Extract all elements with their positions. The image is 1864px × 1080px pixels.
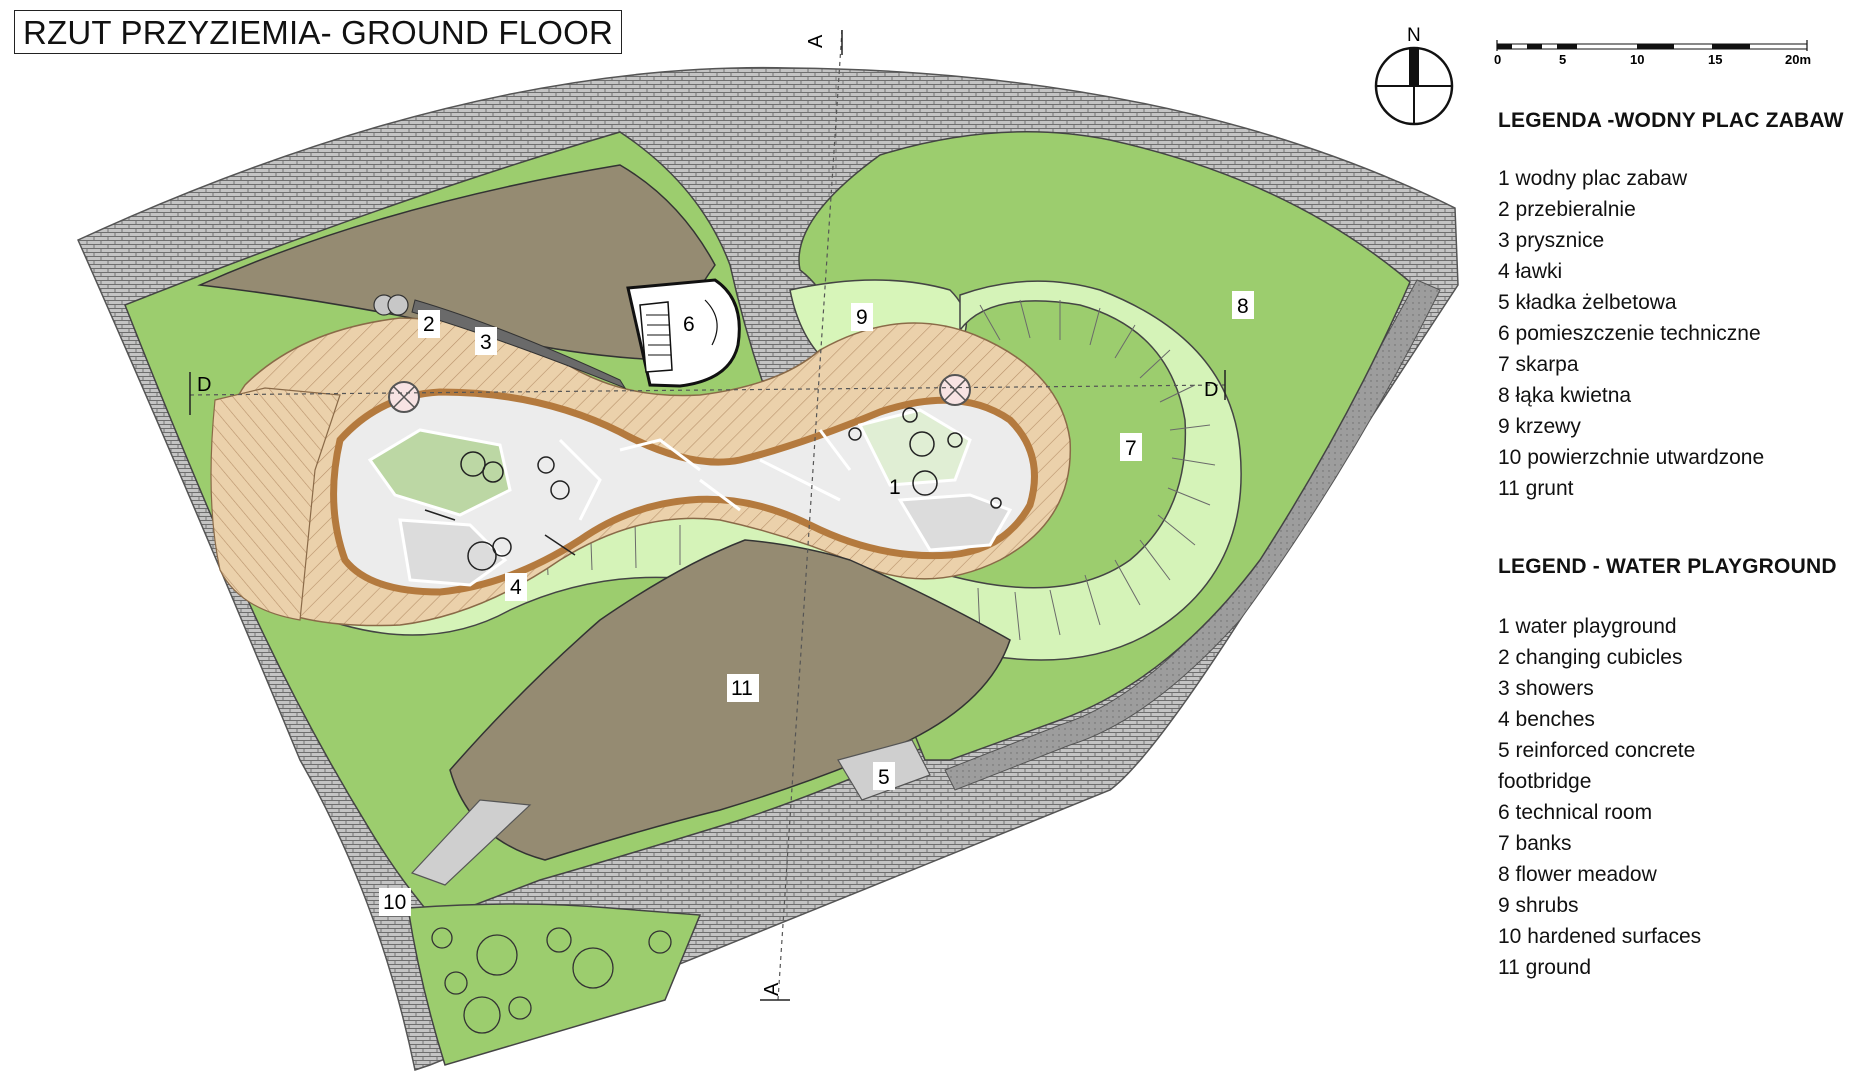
svg-text:11: 11 xyxy=(731,677,753,700)
plan-label-5: 5 xyxy=(873,762,895,790)
scale-bar: 0 5 10 15 20m xyxy=(1494,40,1811,67)
changing-cubicles xyxy=(373,294,409,316)
deck-west xyxy=(210,387,341,621)
section-d-right-label: D xyxy=(1204,379,1218,401)
svg-text:3: 3 xyxy=(480,331,492,354)
plan-label-4: 4 xyxy=(505,573,527,601)
legend-item: 10 hardened surfaces xyxy=(1498,925,1702,948)
meadow-lower xyxy=(407,903,702,1066)
legend-english-title: LEGEND - WATER PLAYGROUND xyxy=(1498,555,1837,578)
legend-item: 9 shrubs xyxy=(1498,894,1579,917)
legend-item: 1 wodny plac zabaw xyxy=(1498,167,1688,190)
section-a-bottom-label: A xyxy=(761,982,783,996)
legend-item: 6 technical room xyxy=(1498,801,1653,824)
plan-label-8: 8 xyxy=(1232,291,1254,319)
svg-text:7: 7 xyxy=(1125,437,1137,460)
legend-item: 2 changing cubicles xyxy=(1498,646,1683,669)
section-line-a xyxy=(777,29,843,1001)
svg-text:1: 1 xyxy=(889,476,901,499)
legend-polish: LEGENDA -WODNY PLAC ZABAW 1 wodny plac z… xyxy=(1498,109,1858,504)
plan-label-6: 6 xyxy=(678,310,700,338)
legend-english: LEGEND - WATER PLAYGROUND 1 water playgr… xyxy=(1498,555,1858,983)
legend-item: 7 banks xyxy=(1498,832,1572,855)
legend-item: 1 water playground xyxy=(1498,615,1677,638)
trees xyxy=(431,927,672,1034)
plan-label-9: 9 xyxy=(851,303,873,331)
play-equipment-icons xyxy=(424,407,1002,571)
legend-item: 10 powierzchnie utwardzone xyxy=(1498,446,1765,469)
water-zone-cells xyxy=(367,408,1013,587)
legend-polish-title: LEGENDA -WODNY PLAC ZABAW xyxy=(1498,109,1844,132)
legend-item: 7 skarpa xyxy=(1498,353,1579,376)
section-a-top-label: A xyxy=(805,34,827,48)
svg-text:9: 9 xyxy=(856,306,868,329)
shower-strip xyxy=(411,299,627,390)
page-title: RZUT PRZYZIEMIA- GROUND FLOOR xyxy=(14,10,623,54)
plan-label-7: 7 xyxy=(1120,433,1142,461)
plan-label-11: 11 xyxy=(727,674,759,702)
legend-item: 5 reinforced concrete xyxy=(1498,739,1696,762)
legend-item: 11 ground xyxy=(1498,956,1592,979)
legend-item: 4 ławki xyxy=(1498,260,1563,283)
water-zone-grid xyxy=(558,429,852,521)
legend-english-list: 1 water playground 2 changing cubicles 3… xyxy=(1498,611,1858,983)
diagonal-path xyxy=(410,799,532,886)
legend-item: 4 benches xyxy=(1498,708,1595,731)
legend-item: 6 pomieszczenie techniczne xyxy=(1498,322,1761,345)
scale-tick-5: 5 xyxy=(1559,52,1566,67)
north-label: N xyxy=(1407,25,1421,46)
legend-item: footbridge xyxy=(1498,770,1592,793)
legend-item: 8 łąka kwietna xyxy=(1498,384,1632,407)
svg-text:2: 2 xyxy=(423,313,435,336)
legend-polish-list: 1 wodny plac zabaw 2 przebieralnie 3 pry… xyxy=(1498,163,1858,504)
pillar-crosses xyxy=(392,378,967,409)
plan-label-2: 2 xyxy=(418,310,440,338)
legend-item: 3 showers xyxy=(1498,677,1594,700)
scale-tick-0: 0 xyxy=(1494,52,1501,67)
legend-item: 8 flower meadow xyxy=(1498,863,1657,886)
scale-tick-15: 15 xyxy=(1708,52,1722,67)
svg-text:10: 10 xyxy=(383,891,406,914)
legend-item: 11 grunt xyxy=(1498,477,1574,500)
plan-label-3: 3 xyxy=(475,327,497,355)
svg-text:5: 5 xyxy=(878,766,890,789)
svg-text:6: 6 xyxy=(683,313,695,336)
svg-text:8: 8 xyxy=(1237,295,1249,318)
section-d-left-label: D xyxy=(197,374,211,396)
north-arrow: N xyxy=(1374,25,1454,126)
scale-tick-10: 10 xyxy=(1630,52,1644,67)
legend-item: 5 kładka żelbetowa xyxy=(1498,291,1677,314)
legend-item: 3 prysznice xyxy=(1498,229,1605,252)
legend-item: 9 krzewy xyxy=(1498,415,1581,438)
plan-label-1: 1 xyxy=(889,476,901,499)
legend-item: 2 przebieralnie xyxy=(1498,198,1636,221)
scale-tick-20m: 20m xyxy=(1785,52,1811,67)
plan-label-10: 10 xyxy=(379,888,411,916)
svg-text:4: 4 xyxy=(510,576,522,599)
